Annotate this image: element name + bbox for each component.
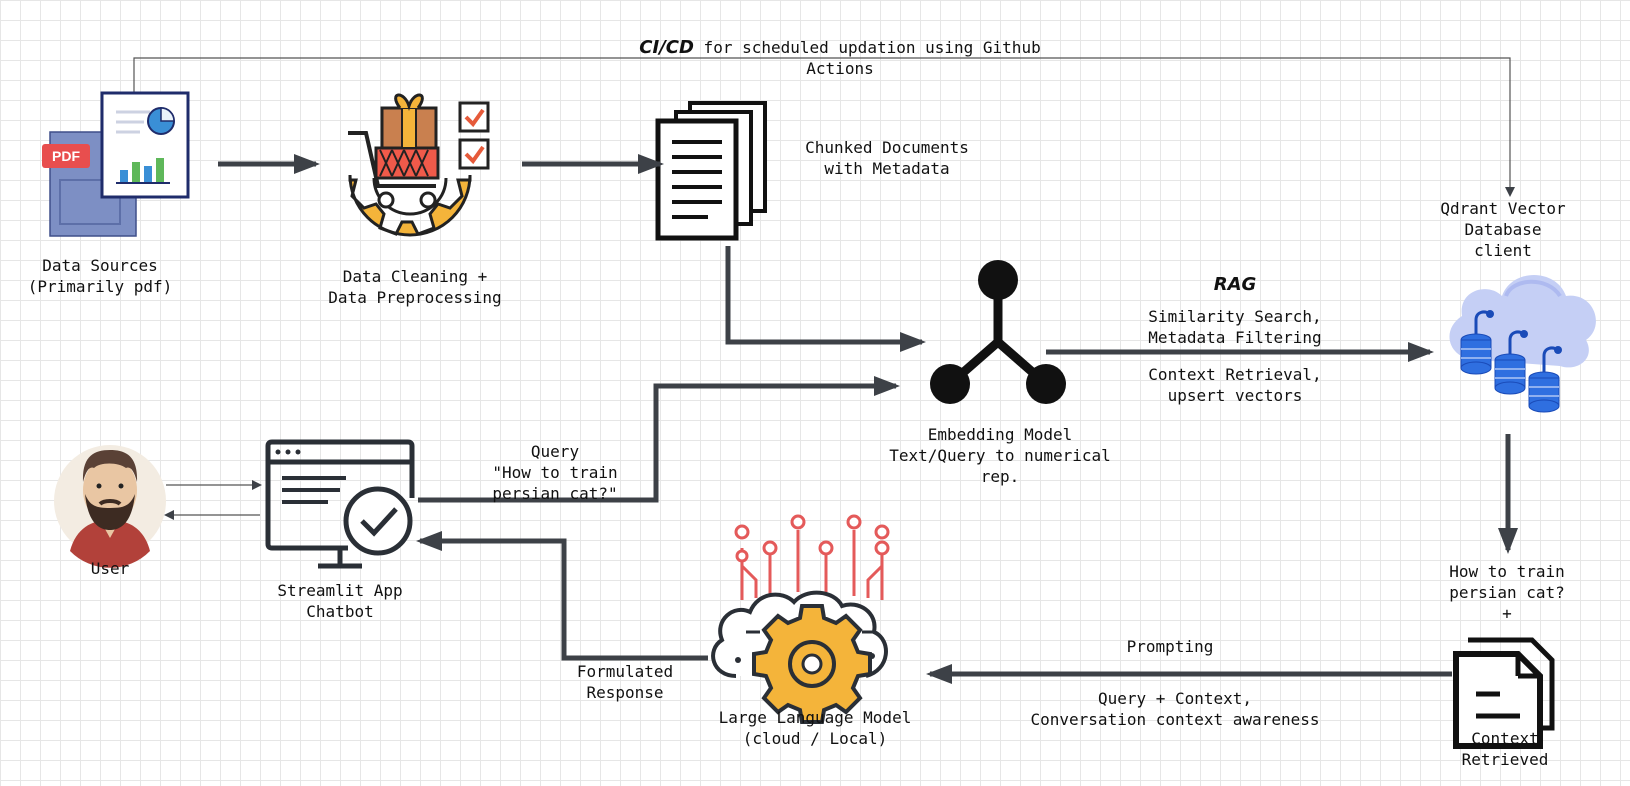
arrow-llm-to-app <box>416 531 708 661</box>
embedding-line2: Text/Query to numerical <box>889 446 1111 465</box>
response-line1: Formulated <box>576 662 674 681</box>
data-sources-line1: Data Sources <box>42 256 158 275</box>
prompting-below-line2: Conversation context awareness <box>1030 710 1320 729</box>
embedding-line3: rep. <box>980 467 1020 486</box>
data-sources-icon <box>42 91 190 237</box>
question-line1: How to train <box>1449 562 1565 581</box>
arrow-chunked-to-embedding <box>725 246 926 352</box>
prompting-label: Prompting <box>1126 637 1214 656</box>
question-line2: persian cat? <box>1449 583 1565 602</box>
streamlit-line1: Streamlit App <box>277 581 403 600</box>
chunked-line1: Chunked Documents <box>805 138 969 157</box>
embedding-model-icon <box>930 260 1066 404</box>
data-cleaning-line1: Data Cleaning + <box>342 267 488 286</box>
qdrant-line3: client <box>1474 241 1532 260</box>
rag-below-line1: Context Retrieval, <box>1148 365 1322 384</box>
rag-above-line1: Similarity Search, <box>1148 307 1322 326</box>
prompting-below-line1: Query + Context, <box>1097 689 1253 708</box>
question-label: How to train persian cat? + <box>1422 561 1592 624</box>
avatar <box>54 445 166 568</box>
cicd-text: for scheduled updation using Github <box>693 38 1041 57</box>
llm-brain-icon <box>711 514 890 724</box>
prompting-details-label: Query + Context, Conversation context awa… <box>1015 688 1335 730</box>
llm-line1: Large Language Model <box>718 708 912 727</box>
rag-below-line2: upsert vectors <box>1167 386 1303 405</box>
rag-above-line2: Metadata Filtering <box>1148 328 1322 347</box>
data-sources-line2: (Primarily pdf) <box>27 277 173 296</box>
streamlit-line2: Chatbot <box>306 602 374 621</box>
chunked-documents-icon <box>655 101 767 241</box>
arrow-app-to-embedding <box>418 376 900 503</box>
context-document-icon <box>1453 637 1555 749</box>
qdrant-line1: Qdrant Vector <box>1440 199 1566 218</box>
qdrant-database-icon <box>1449 275 1596 413</box>
context-line1: Context <box>1471 729 1539 748</box>
chunked-line2: with Metadata <box>824 159 950 178</box>
pdf-badge: PDF <box>52 148 80 164</box>
chunked-documents-label: Chunked Documents with Metadata <box>782 137 992 179</box>
rag-title: RAG <box>1213 274 1257 295</box>
rag-above-label: Similarity Search, Metadata Filtering <box>1130 306 1340 348</box>
data-sources-label: Data Sources (Primarily pdf) <box>0 255 200 297</box>
embedding-line1: Embedding Model <box>927 425 1073 444</box>
llm-label: Large Language Model (cloud / Local) <box>700 707 930 749</box>
query-label: Query "How to train persian cat?" <box>490 441 620 504</box>
query-line2: "How to train <box>492 463 618 482</box>
data-cleaning-label: Data Cleaning + Data Preprocessing <box>315 266 515 308</box>
question-line3: + <box>1502 604 1512 623</box>
query-line3: persian cat?" <box>492 484 618 503</box>
data-cleaning-line2: Data Preprocessing <box>328 288 502 307</box>
cicd-prefix: CI/CD <box>639 37 694 58</box>
cicd-label: CI/CD for scheduled updation using Githu… <box>600 37 1080 58</box>
response-line2: Response <box>586 683 664 702</box>
cicd-connector <box>133 57 1515 197</box>
streamlit-app-icon <box>265 439 415 569</box>
user-label: User <box>90 559 130 578</box>
llm-line2: (cloud / Local) <box>742 729 888 748</box>
rag-below-label: Context Retrieval, upsert vectors <box>1130 364 1340 406</box>
data-cleaning-icon <box>348 93 490 237</box>
context-line2: Retrieved <box>1461 750 1549 769</box>
query-line1: Query <box>530 442 580 461</box>
qdrant-line2: Database <box>1464 220 1542 239</box>
cicd-label-line2: Actions <box>806 59 874 78</box>
flow-arrows <box>218 154 1518 684</box>
